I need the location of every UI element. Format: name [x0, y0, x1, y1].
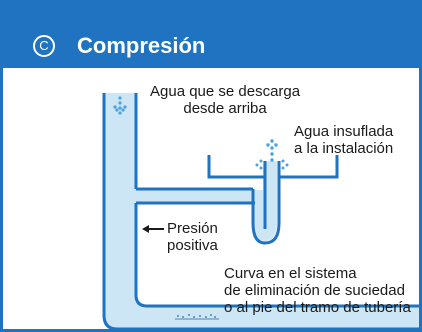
fixture-basin: [207, 155, 339, 179]
section-badge: C: [33, 35, 55, 57]
curve-label: Curva en el sistema de eliminación de su…: [224, 265, 411, 316]
pipe-diagram: [102, 93, 419, 329]
card-header: C Compresión: [3, 3, 419, 68]
pressure-arrow-icon: [142, 225, 164, 233]
blown-out-label: Agua insuflada a la instalación: [294, 123, 394, 157]
vertical-pipe-right-wall: [134, 93, 419, 308]
trap-outer-wall: [251, 161, 281, 245]
trap-inner-wall: [253, 161, 267, 229]
card-title: Compresión: [77, 33, 206, 58]
discharge-label: Agua que se descarga desde arriba: [150, 83, 301, 117]
debris-deposit: [175, 314, 219, 320]
pressure-label: Presión positiva: [167, 220, 218, 254]
down-flow-arrow-icon: [113, 96, 127, 115]
up-flow-arrow-icon: [255, 139, 289, 170]
branch-pipe-water: [136, 190, 258, 202]
